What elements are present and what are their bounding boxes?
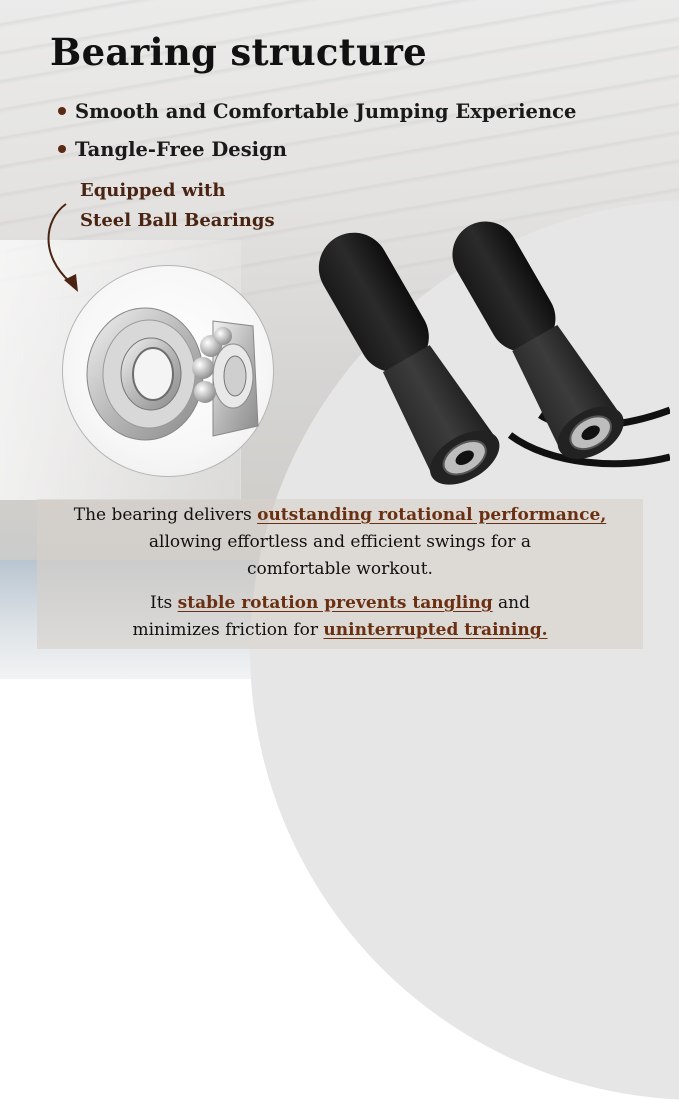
- desc-text: minimizes friction for: [132, 620, 324, 640]
- description-box: [37, 499, 643, 649]
- jump-rope-handles-icon: [318, 221, 670, 485]
- ball-bearing-icon: [86, 307, 259, 441]
- desc-text: and: [492, 593, 530, 613]
- bearing-illustration: [62, 265, 274, 477]
- curved-arrow-icon: [47, 203, 78, 292]
- feature-label: Smooth and Comfortable Jumping Experienc…: [75, 99, 577, 123]
- feature-item: Smooth and Comfortable Jumping Experienc…: [58, 92, 576, 130]
- desc-text: comfortable workout.: [247, 559, 433, 579]
- dot-bullet-icon: [58, 145, 66, 153]
- desc-text: Its: [149, 593, 178, 613]
- desc-text: allowing effortless and efficient swings…: [148, 532, 532, 552]
- feature-list: Smooth and Comfortable Jumping Experienc…: [58, 92, 576, 168]
- highlight-stable-rotation: stable rotation prevents tangling: [177, 593, 493, 613]
- highlight-uninterrupted-training: uninterrupted training.: [323, 620, 548, 640]
- description-paragraph-2: Its stable rotation prevents tangling an…: [37, 590, 643, 644]
- description-paragraph-1: The bearing delivers outstanding rotatio…: [37, 502, 643, 583]
- dot-bullet-icon: [58, 107, 66, 115]
- callout-line-2: Steel Ball Bearings: [80, 210, 275, 231]
- desc-text: The bearing delivers: [73, 505, 258, 525]
- bearing-callout: Equipped with Steel Ball Bearings: [80, 176, 275, 236]
- page-title: Bearing structure: [50, 30, 427, 74]
- highlight-rotational-performance: outstanding rotational performance,: [257, 505, 607, 525]
- feature-item: Tangle-Free Design: [58, 130, 576, 168]
- feature-label: Tangle-Free Design: [75, 137, 287, 161]
- callout-line-1: Equipped with: [80, 180, 226, 201]
